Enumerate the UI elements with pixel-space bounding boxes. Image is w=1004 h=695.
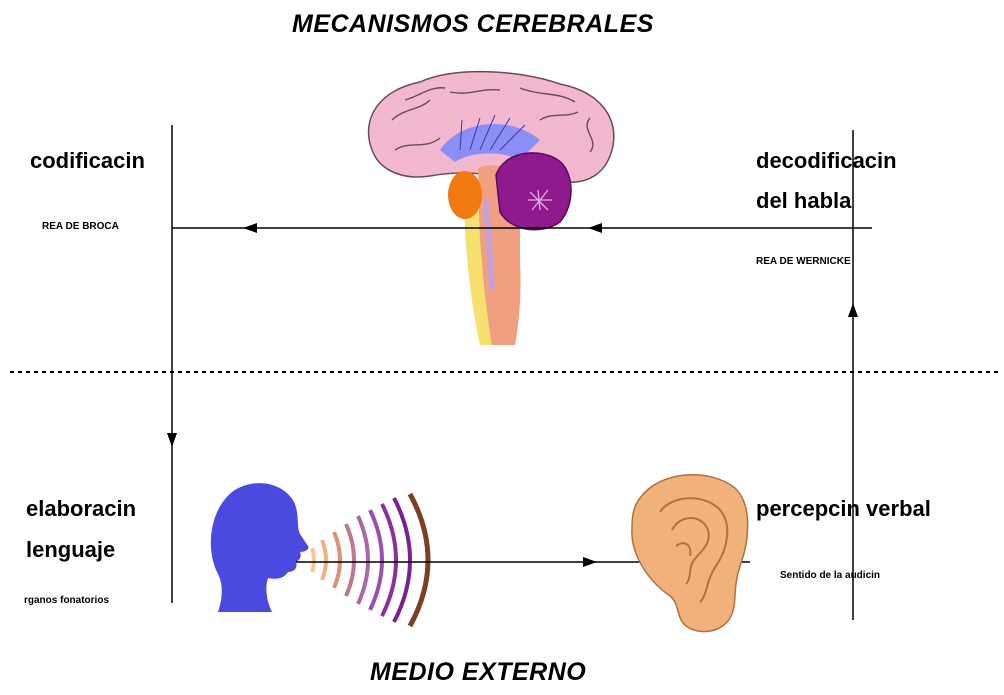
- sound-waves: [312, 494, 428, 626]
- brain-illustration: [369, 72, 614, 345]
- speaking-head-icon: [211, 483, 309, 612]
- cerebellum: [496, 153, 571, 230]
- ear-icon: [632, 475, 748, 632]
- thalamus: [448, 171, 482, 219]
